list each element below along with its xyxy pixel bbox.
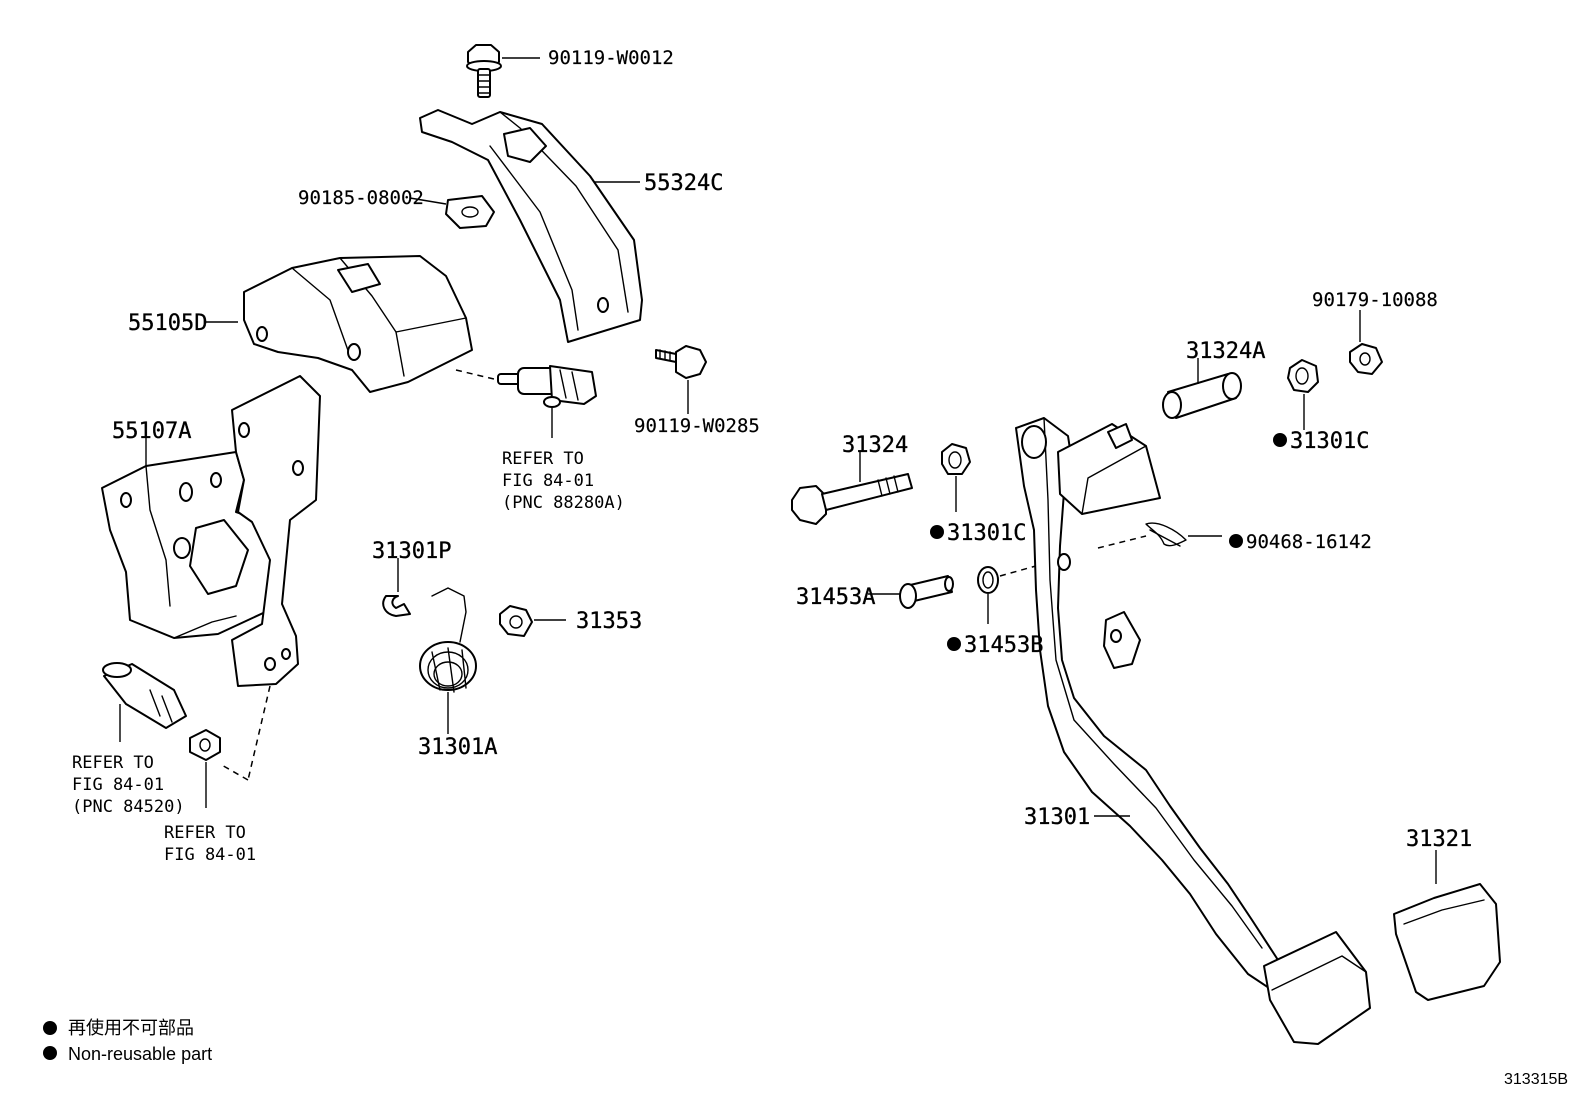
label-31321: 31321 (1406, 827, 1472, 852)
bolt-90119-w0012 (466, 44, 502, 98)
bushing-31453b (977, 566, 999, 594)
label-90185-08002: 90185-08002 (298, 187, 424, 209)
spring-31301a (419, 587, 477, 693)
label-31301c-mid: 31301C (947, 521, 1026, 546)
cushion-31353 (499, 605, 533, 637)
clip-31301p (382, 595, 411, 617)
label-31301c-right: 31301C (1290, 429, 1369, 454)
bushing-31301c-mid (941, 443, 971, 475)
non-reusable-marker (930, 525, 944, 539)
nut (189, 729, 221, 761)
label-31324: 31324 (842, 433, 908, 458)
label-31301: 31301 (1024, 805, 1090, 830)
label-55107a: 55107A (112, 419, 191, 444)
brake-pedal-31301 (1015, 417, 1371, 1045)
stop-lamp-switch (497, 365, 597, 408)
collar-31324a (1162, 372, 1242, 419)
refer-sensor-line2: FIG 84-01 (72, 775, 164, 795)
label-31453a: 31453A (796, 585, 875, 610)
label-55324c: 55324C (644, 171, 723, 196)
bolt-31324 (791, 473, 913, 525)
non-reusable-marker (947, 637, 961, 651)
pedal-pad-31321 (1393, 883, 1501, 1001)
label-55105d: 55105D (128, 311, 207, 336)
refer-nut-line1: REFER TO (164, 823, 246, 843)
pin-31453a (899, 575, 954, 609)
label-90179-10088: 90179-10088 (1312, 289, 1438, 311)
bracket-55324c (419, 109, 643, 343)
non-reusable-marker (1229, 534, 1243, 548)
refer-switch-line1: REFER TO (502, 449, 584, 469)
label-90468-16142: 90468-16142 (1246, 531, 1372, 553)
legend-marker-jp (43, 1021, 57, 1035)
label-31301p: 31301P (372, 539, 451, 564)
clip-nut-90185-08002 (445, 195, 495, 229)
legend-jp: 再使用不可部品 (68, 1018, 194, 1038)
refer-nut-line2: FIG 84-01 (164, 845, 256, 865)
refer-sensor-line3: (PNC 84520) (72, 797, 185, 817)
pedal-bracket-55107a (101, 375, 321, 687)
label-31324a: 31324A (1186, 339, 1265, 364)
non-reusable-marker (1273, 433, 1287, 447)
clip-90468-16142 (1145, 522, 1187, 547)
refer-switch-line3: (PNC 88280A) (502, 493, 625, 513)
label-31301a: 31301A (418, 735, 497, 760)
legend-marker-en (43, 1046, 57, 1060)
pedal-sensor (102, 662, 187, 729)
refer-sensor-line1: REFER TO (72, 753, 154, 773)
label-31353: 31353 (576, 609, 642, 634)
label-90119-w0285: 90119-W0285 (634, 415, 760, 437)
nut-90179-10088 (1349, 343, 1383, 375)
figure-code: 313315B (1504, 1071, 1568, 1088)
bracket-55105d (243, 255, 473, 393)
legend-en: Non-reusable part (68, 1044, 212, 1064)
label-31453b: 31453B (964, 633, 1043, 658)
bolt-90119-w0285 (655, 345, 707, 379)
bushing-31301c-right (1287, 359, 1319, 393)
label-90119-w0012: 90119-W0012 (548, 47, 674, 69)
refer-switch-line2: FIG 84-01 (502, 471, 594, 491)
